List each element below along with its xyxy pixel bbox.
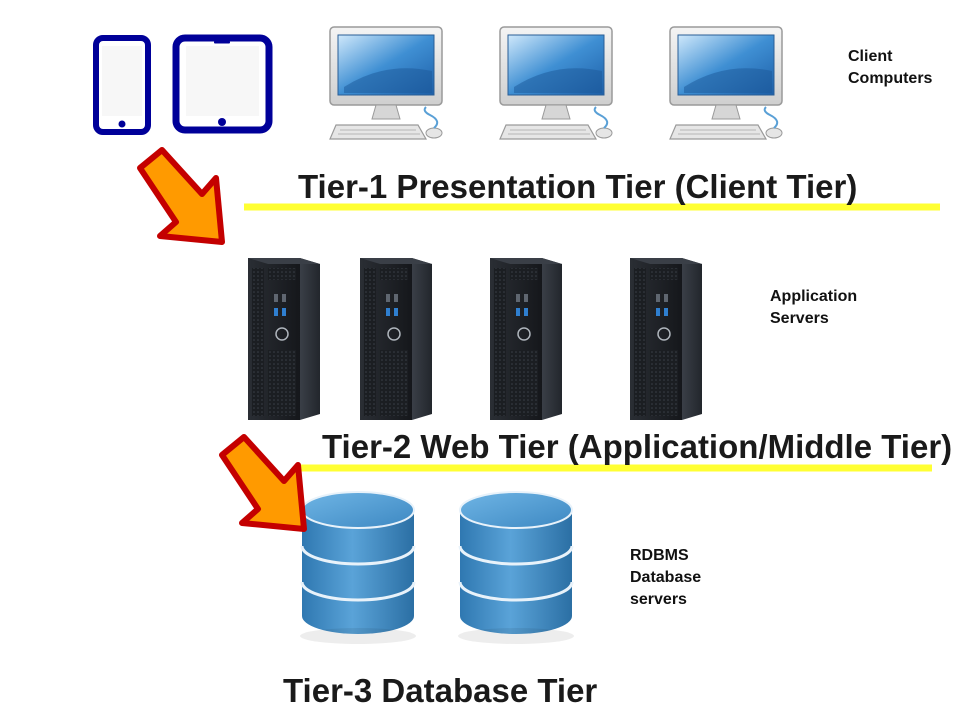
label-line: Computers (848, 70, 933, 87)
desktop-computer-icon (499, 26, 613, 140)
arrow-down-right-icon (222, 437, 304, 529)
server-tower-icon (359, 257, 433, 421)
server-tower-icon (247, 257, 321, 421)
server-tower-icon (629, 257, 703, 421)
tier-1-title: Tier-1 Presentation Tier (Client Tier) (298, 168, 858, 205)
label-line: Application (770, 288, 858, 305)
label-line: RDBMS (630, 547, 689, 564)
database-servers-label: RDBMS Database servers (630, 545, 701, 611)
label-line: Servers (770, 310, 829, 327)
phone-icon (93, 35, 151, 135)
label-line: Client (848, 48, 893, 65)
tier-3-title: Tier-3 Database Tier (283, 672, 598, 709)
database-cylinder-icon (298, 490, 418, 646)
label-line: servers (630, 591, 687, 608)
database-cylinder-icon (456, 490, 576, 646)
client-computers-label: Client Computers (848, 46, 932, 90)
application-servers-label: Application Servers (770, 286, 857, 330)
arrow-down-right-icon (140, 150, 222, 242)
desktop-computer-icon (669, 26, 783, 140)
tablet-icon (172, 34, 273, 134)
desktop-computer-icon (329, 26, 443, 140)
server-tower-icon (489, 257, 563, 421)
label-line: Database (630, 569, 702, 586)
tier-2-title: Tier-2 Web Tier (Application/Middle Tier… (322, 428, 953, 465)
